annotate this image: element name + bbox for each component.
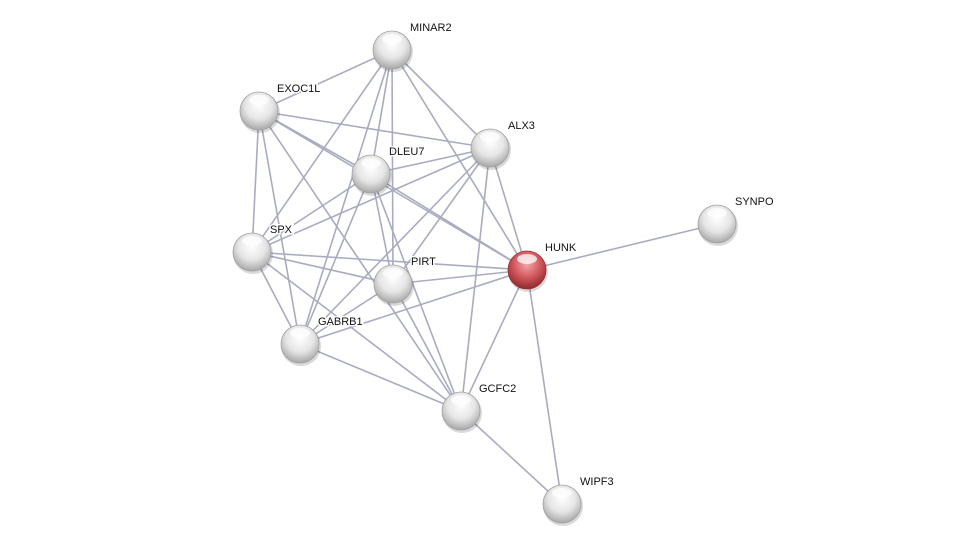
- edge-alx3-gabrb1[interactable]: [299, 147, 491, 345]
- node-synpo[interactable]: SYNPO: [697, 195, 775, 246]
- edge-pirt-hunk[interactable]: [392, 269, 528, 285]
- edge-spx-pirt[interactable]: [251, 251, 394, 285]
- node-hunk[interactable]: HUNK: [507, 241, 578, 292]
- node-highlight: [480, 132, 500, 142]
- edge-minar2-gabrb1[interactable]: [299, 49, 393, 345]
- node-label: PIRT: [411, 256, 436, 268]
- node-highlight: [707, 208, 727, 218]
- edge-gabrb1-gcfc2[interactable]: [299, 343, 462, 412]
- edge-hunk-wipf3[interactable]: [526, 269, 563, 505]
- edge-spx-gcfc2[interactable]: [251, 251, 462, 412]
- edge-dleu7-gcfc2[interactable]: [370, 173, 462, 412]
- edge-minar2-alx3[interactable]: [391, 49, 491, 149]
- node-label: EXOC1L: [277, 83, 320, 95]
- edge-exoc1l-gabrb1[interactable]: [258, 110, 301, 345]
- node-label: MINAR2: [410, 22, 452, 34]
- edge-minar2-exoc1l[interactable]: [258, 49, 393, 112]
- node-label: HUNK: [545, 242, 577, 254]
- edge-gcfc2-wipf3[interactable]: [460, 410, 563, 505]
- node-label: ALX3: [508, 120, 535, 132]
- edge-alx3-dleu7[interactable]: [370, 147, 491, 175]
- node-label: SPX: [270, 224, 293, 236]
- edge-dleu7-gabrb1[interactable]: [299, 173, 372, 345]
- node-alx3[interactable]: ALX3: [470, 119, 536, 170]
- edge-alx3-pirt[interactable]: [392, 147, 491, 285]
- node-highlight: [382, 34, 402, 44]
- node-label: DLEU7: [389, 146, 424, 158]
- edge-exoc1l-dleu7[interactable]: [258, 110, 372, 175]
- node-dleu7[interactable]: DLEU7: [351, 145, 426, 196]
- edge-alx3-spx[interactable]: [251, 147, 491, 253]
- node-highlight: [451, 395, 471, 405]
- edge-minar2-spx[interactable]: [251, 49, 393, 253]
- node-exoc1l[interactable]: EXOC1L: [239, 82, 322, 133]
- node-label: WIPF3: [580, 476, 614, 488]
- edge-alx3-hunk[interactable]: [489, 147, 528, 271]
- edge-dleu7-hunk[interactable]: [370, 173, 528, 271]
- node-highlight: [552, 488, 572, 498]
- edge-minar2-dleu7[interactable]: [370, 49, 393, 175]
- node-highlight: [242, 236, 262, 246]
- node-highlight: [517, 254, 537, 264]
- node-pirt[interactable]: PIRT: [373, 255, 438, 306]
- edge-gabrb1-hunk[interactable]: [299, 269, 528, 345]
- edge-exoc1l-spx[interactable]: [251, 110, 260, 253]
- node-minar2[interactable]: MINAR2: [372, 21, 453, 72]
- node-wipf3[interactable]: WIPF3: [542, 475, 615, 526]
- edge-alx3-gcfc2[interactable]: [460, 147, 491, 412]
- edge-spx-hunk[interactable]: [251, 251, 528, 271]
- edge-hunk-synpo[interactable]: [526, 223, 718, 271]
- node-spx[interactable]: SPX: [232, 223, 294, 274]
- node-label: SYNPO: [735, 196, 774, 208]
- edge-exoc1l-gcfc2[interactable]: [258, 110, 462, 412]
- edge-hunk-gcfc2[interactable]: [460, 269, 528, 412]
- node-label: GCFC2: [479, 383, 516, 395]
- edge-dleu7-spx[interactable]: [251, 173, 372, 253]
- node-gcfc2[interactable]: GCFC2: [441, 382, 518, 433]
- node-highlight: [249, 95, 269, 105]
- edge-minar2-hunk[interactable]: [391, 49, 528, 271]
- node-highlight: [361, 158, 381, 168]
- node-highlight: [290, 328, 310, 338]
- node-label: GABRB1: [318, 316, 363, 328]
- edge-exoc1l-alx3[interactable]: [258, 110, 491, 149]
- node-highlight: [383, 268, 403, 278]
- edge-minar2-pirt[interactable]: [391, 49, 394, 285]
- edge-pirt-gcfc2[interactable]: [392, 283, 462, 412]
- node-gabrb1[interactable]: GABRB1: [280, 315, 364, 366]
